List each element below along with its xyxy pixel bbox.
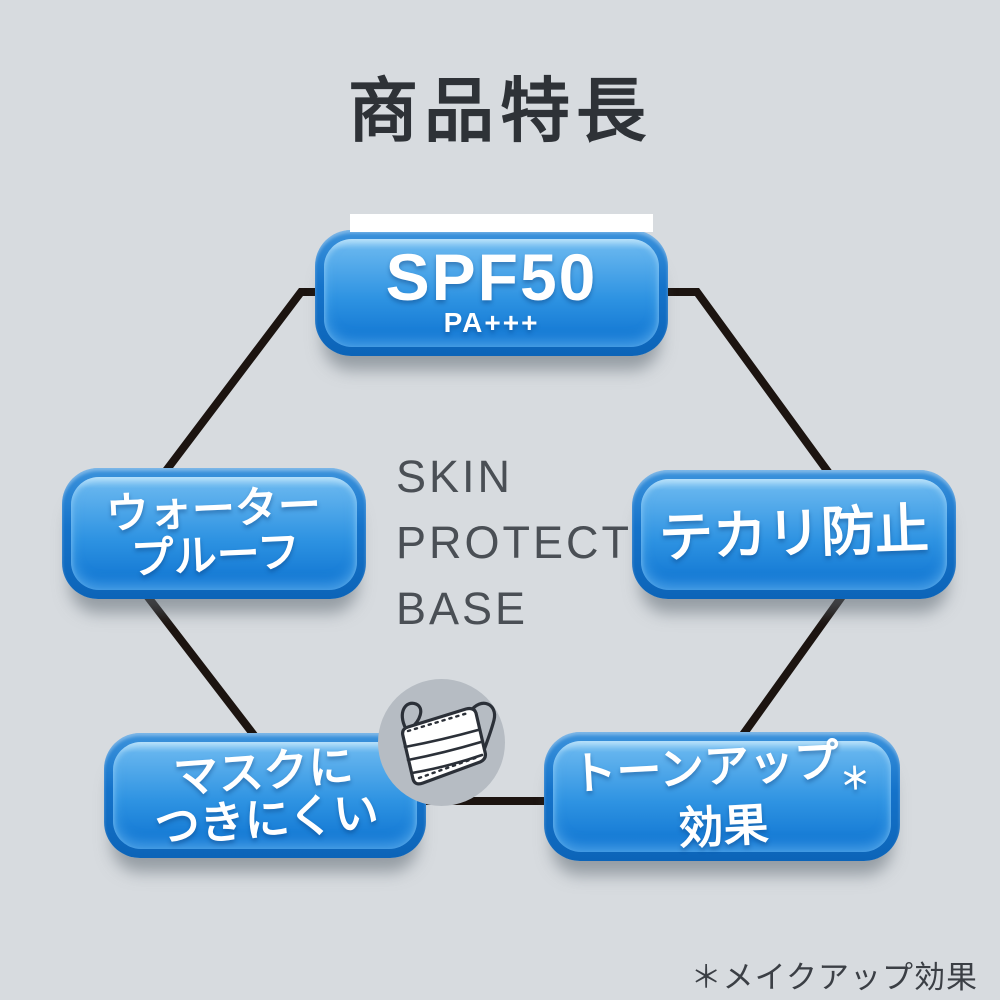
badge-mask-resistant-face: マスクに つきにくい (113, 740, 417, 853)
mask-fold-2 (406, 740, 483, 762)
waterproof-label: ウォーター プルーフ (105, 481, 324, 584)
badge-tone-up-face: トーンアップ＊ 効果 (553, 735, 891, 854)
mask-resistant-label: マスクに つきにくい (150, 740, 380, 853)
waterproof-line2: プルーフ (129, 527, 301, 584)
connector-top-to-left (155, 288, 332, 483)
tone-up-asterisk: ＊ (839, 761, 871, 797)
mask-stitch-top (406, 711, 470, 733)
badge-mask-resistant: マスクに つきにくい (104, 733, 426, 858)
brand-text: SKIN PROTECT BASE (396, 444, 632, 642)
brand-text-line3: BASE (396, 583, 529, 634)
tone-up-text: トーンアップ (570, 734, 841, 800)
brand-text-line1: SKIN (396, 451, 514, 502)
badge-waterproof-face: ウォーター プルーフ (71, 477, 357, 590)
header: 商品特長 (0, 72, 1000, 232)
mask-stitch-bottom (417, 755, 480, 780)
mask-fold-1 (403, 728, 480, 749)
connector-top-to-right (658, 288, 838, 483)
badge-anti-shine-face: テカリ防止 (641, 479, 947, 590)
pa-rating: PA+++ (443, 307, 540, 339)
badge-anti-shine: テカリ防止 (632, 470, 956, 599)
badge-spf50: SPF50 PA+++ (315, 230, 668, 356)
surgical-mask-icon (378, 679, 505, 806)
badge-tone-up: トーンアップ＊ 効果 (544, 732, 900, 861)
mask-right-loop (468, 701, 497, 755)
tone-up-label: トーンアップ＊ 効果 (570, 734, 874, 858)
badge-waterproof: ウォーター プルーフ (62, 468, 366, 599)
connector-right-to-bottomright (733, 585, 852, 746)
connector-left-to-bottomleft (137, 585, 264, 746)
mask-left-loop (400, 701, 423, 731)
badge-spf50-face: SPF50 PA+++ (324, 239, 659, 347)
brand-text-line2: PROTECT (396, 517, 633, 568)
anti-shine-label: テカリ防止 (658, 499, 930, 569)
title-underline (350, 214, 653, 232)
page-title: 商品特長 (348, 72, 652, 150)
footnote: ＊メイクアップ効果 (690, 960, 978, 995)
spf-value: SPF50 (385, 239, 598, 314)
